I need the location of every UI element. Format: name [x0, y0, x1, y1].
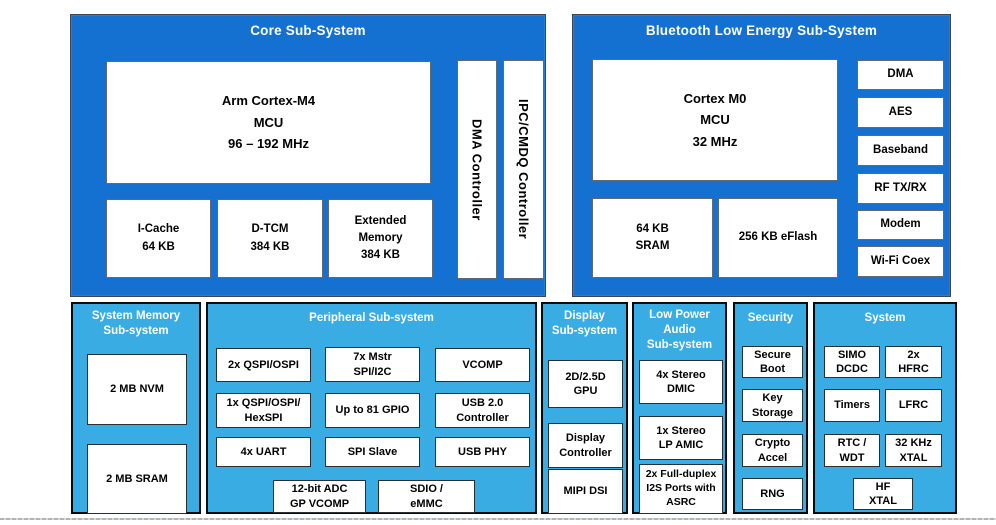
block-baseband: Baseband: [857, 135, 944, 166]
block-64kb-sram: 64 KB SRAM: [592, 198, 713, 278]
peripheral-panel: Peripheral Sub-system 2x QSPI/OSPI 7x Ms…: [206, 302, 537, 514]
block-secure-boot: Secure Boot: [742, 346, 803, 378]
audio-panel: Low Power Audio Sub-system 4x Stereo DMI…: [632, 302, 727, 514]
block-simo-dcdc: SIMO DCDC: [824, 346, 880, 378]
block-32khz-xtal: 32 KHz XTAL: [885, 434, 942, 467]
system-panel: System SIMO DCDC 2x HFRC Timers LFRC RTC…: [813, 302, 957, 514]
block-d-tcm: D-TCM 384 KB: [217, 199, 323, 278]
block-12bit-adc-gp-vcomp: 12-bit ADC GP VCOMP: [273, 480, 366, 513]
block-mipi-dsi: MIPI DSI: [548, 469, 623, 514]
block-up-to-81-gpio: Up to 81 GPIO: [325, 393, 420, 428]
block-4x-uart: 4x UART: [216, 437, 311, 467]
block-i-cache: I-Cache 64 KB: [106, 199, 211, 278]
block-i2s-ports-asrc: 2x Full-duplex I2S Ports with ASRC: [639, 464, 723, 514]
ble-subsystem-title: Bluetooth Low Energy Sub-System: [645, 23, 878, 38]
block-rtc-wdt: RTC / WDT: [824, 434, 880, 467]
ble-subsystem-panel: Bluetooth Low Energy Sub-System Cortex M…: [572, 14, 951, 297]
block-1x-stereo-lp-amic: 1x Stereo LP AMIC: [639, 416, 723, 460]
peripheral-title: Peripheral Sub-system: [309, 312, 434, 324]
block-usb2-controller: USB 2.0 Controller: [435, 393, 530, 428]
block-rf-tx-rx: RF TX/RX: [857, 173, 944, 204]
block-crypto-accel: Crypto Accel: [742, 434, 803, 467]
block-aes: AES: [857, 97, 944, 128]
block-timers: Timers: [824, 389, 880, 422]
block-rng: RNG: [742, 478, 803, 510]
block-lfrc: LFRC: [885, 389, 942, 422]
block-spi-slave: SPI Slave: [325, 437, 420, 467]
block-ipc-cmdq-controller: IPC/CMDQ Controller: [503, 60, 544, 279]
block-extended-memory: Extended Memory 384 KB: [328, 199, 433, 278]
security-title: Security: [747, 312, 794, 324]
block-key-storage: Key Storage: [742, 389, 803, 422]
audio-title: Low Power Audio Sub-system: [646, 309, 713, 352]
block-sdio-emmc: SDIO / eMMC: [378, 480, 475, 513]
block-2d-gpu: 2D/2.5D GPU: [548, 360, 623, 408]
system-title: System: [864, 312, 906, 324]
display-panel: Display Sub-system 2D/2.5D GPU Display C…: [541, 302, 628, 514]
block-vcomp: VCOMP: [435, 348, 530, 382]
block-cortex-m0: Cortex M0 MCU 32 MHz: [592, 59, 838, 181]
security-panel: Security Secure Boot Key Storage Crypto …: [733, 302, 808, 514]
block-7x-mstr-spi-i2c: 7x Mstr SPI/I2C: [325, 347, 420, 382]
core-subsystem-panel: Core Sub-System Arm Cortex-M4 MCU 96 – 1…: [70, 14, 546, 297]
system-memory-panel: System Memory Sub-system 2 MB NVM 2 MB S…: [71, 302, 201, 514]
block-2mb-sram: 2 MB SRAM: [87, 444, 187, 514]
bottom-rule: [0, 518, 996, 520]
block-hf-xtal: HF XTAL: [853, 478, 913, 510]
block-usb-phy: USB PHY: [435, 437, 530, 467]
block-2x-hfrc: 2x HFRC: [885, 346, 942, 378]
block-wifi-coex: Wi-Fi Coex: [857, 246, 944, 277]
block-1x-qspi-ospi-hexspi: 1x QSPI/OSPI/ HexSPI: [216, 393, 311, 428]
system-memory-title: System Memory Sub-system: [91, 310, 181, 338]
block-dma-controller: DMA Controller: [457, 60, 497, 279]
block-256kb-eflash: 256 KB eFlash: [718, 198, 838, 278]
block-arm-cortex-m4: Arm Cortex-M4 MCU 96 – 192 MHz: [106, 61, 431, 184]
display-title: Display Sub-system: [551, 310, 618, 338]
block-4x-stereo-dmic: 4x Stereo DMIC: [639, 360, 723, 404]
block-modem: Modem: [857, 210, 944, 240]
block-2mb-nvm: 2 MB NVM: [87, 354, 187, 425]
block-2x-qspi-ospi: 2x QSPI/OSPI: [216, 348, 311, 382]
block-dma: DMA: [857, 60, 944, 90]
core-subsystem-title: Core Sub-System: [250, 23, 366, 38]
block-display-controller: Display Controller: [548, 423, 623, 468]
